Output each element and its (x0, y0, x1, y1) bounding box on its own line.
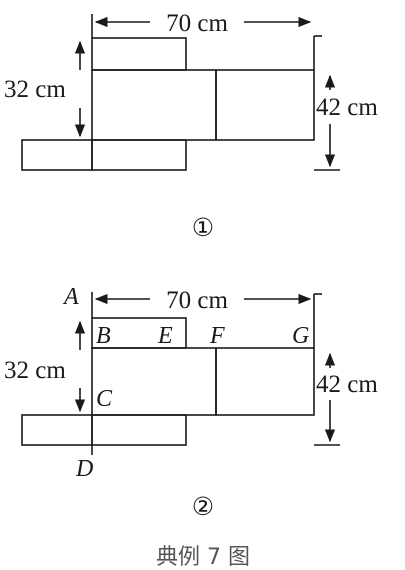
fig1-right-face (215, 69, 315, 141)
fig2-right-height-label: 42 cm (316, 371, 378, 398)
fig1-left-height-label: 32 cm (4, 76, 66, 103)
fig2-bottom-face (91, 414, 187, 446)
fig1-width-label: 70 cm (166, 10, 228, 37)
fig1-front-face (91, 69, 217, 141)
point-e-label: E (157, 323, 173, 349)
figure-title: 典例 7 图 (156, 545, 250, 570)
fig2-width-label: 70 cm (166, 287, 228, 314)
point-g-label: G (292, 323, 309, 349)
fig1-left-face (21, 139, 93, 171)
fig2-caption: ② (192, 494, 214, 521)
point-c-label: C (96, 386, 113, 412)
figure-1: 70 cm 32 cm 42 cm ① (4, 10, 378, 242)
fig1-caption: ① (192, 215, 214, 242)
fig2-right-face (215, 347, 315, 416)
fig2-left-face (21, 414, 93, 446)
point-f-label: F (209, 323, 225, 349)
fig1-bottom-face (91, 139, 187, 171)
fig1-top-face (91, 37, 187, 71)
point-b-label: B (96, 323, 111, 349)
point-a-label: A (62, 284, 79, 310)
fig1-right-height-label: 42 cm (316, 94, 378, 121)
figure-2: 70 cm 32 cm 42 cm A B C D E F G ② (4, 284, 378, 521)
point-d-label: D (75, 456, 93, 482)
fig2-left-height-label: 32 cm (4, 357, 66, 384)
